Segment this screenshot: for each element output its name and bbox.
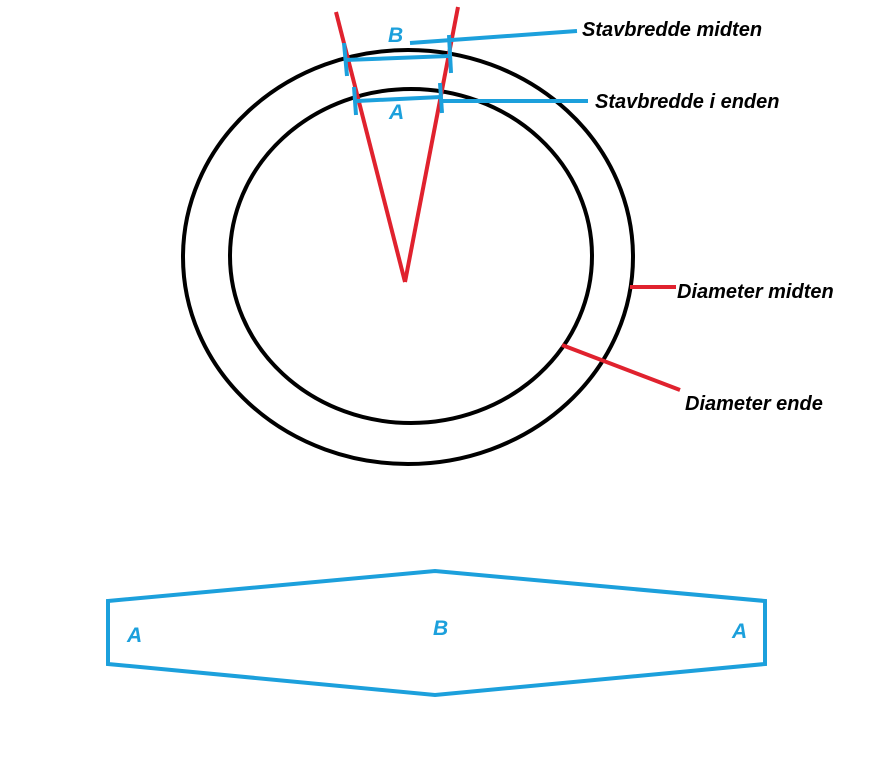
inner-circle-diameter-end [228, 87, 594, 425]
stave-width-end-tick-right [438, 82, 444, 114]
stave-label-b-center: B [433, 617, 448, 640]
stave-width-middle-marker [344, 54, 450, 62]
outer-circle-diameter-middle [181, 48, 635, 466]
stave-width-end-tick-left [352, 86, 358, 116]
label-diameter-middle: Diameter midten [677, 281, 834, 303]
stave-outline [106, 568, 767, 698]
marker-label-a-top: A [388, 101, 404, 124]
leader-diameter-end [561, 343, 681, 392]
label-stave-width-end: Stavbredde i enden [595, 91, 780, 113]
stave-width-middle-tick-left [342, 42, 349, 77]
leader-stave-width-middle [409, 29, 578, 45]
stave-label-a-left: A [126, 624, 142, 647]
label-stave-width-middle: Stavbredde midten [582, 19, 762, 41]
stave-label-a-right: A [731, 620, 747, 643]
stave-width-end-marker [356, 95, 442, 103]
label-diameter-end: Diameter ende [685, 393, 823, 415]
marker-label-b-top: B [388, 24, 403, 47]
sector-line-left [334, 11, 407, 283]
